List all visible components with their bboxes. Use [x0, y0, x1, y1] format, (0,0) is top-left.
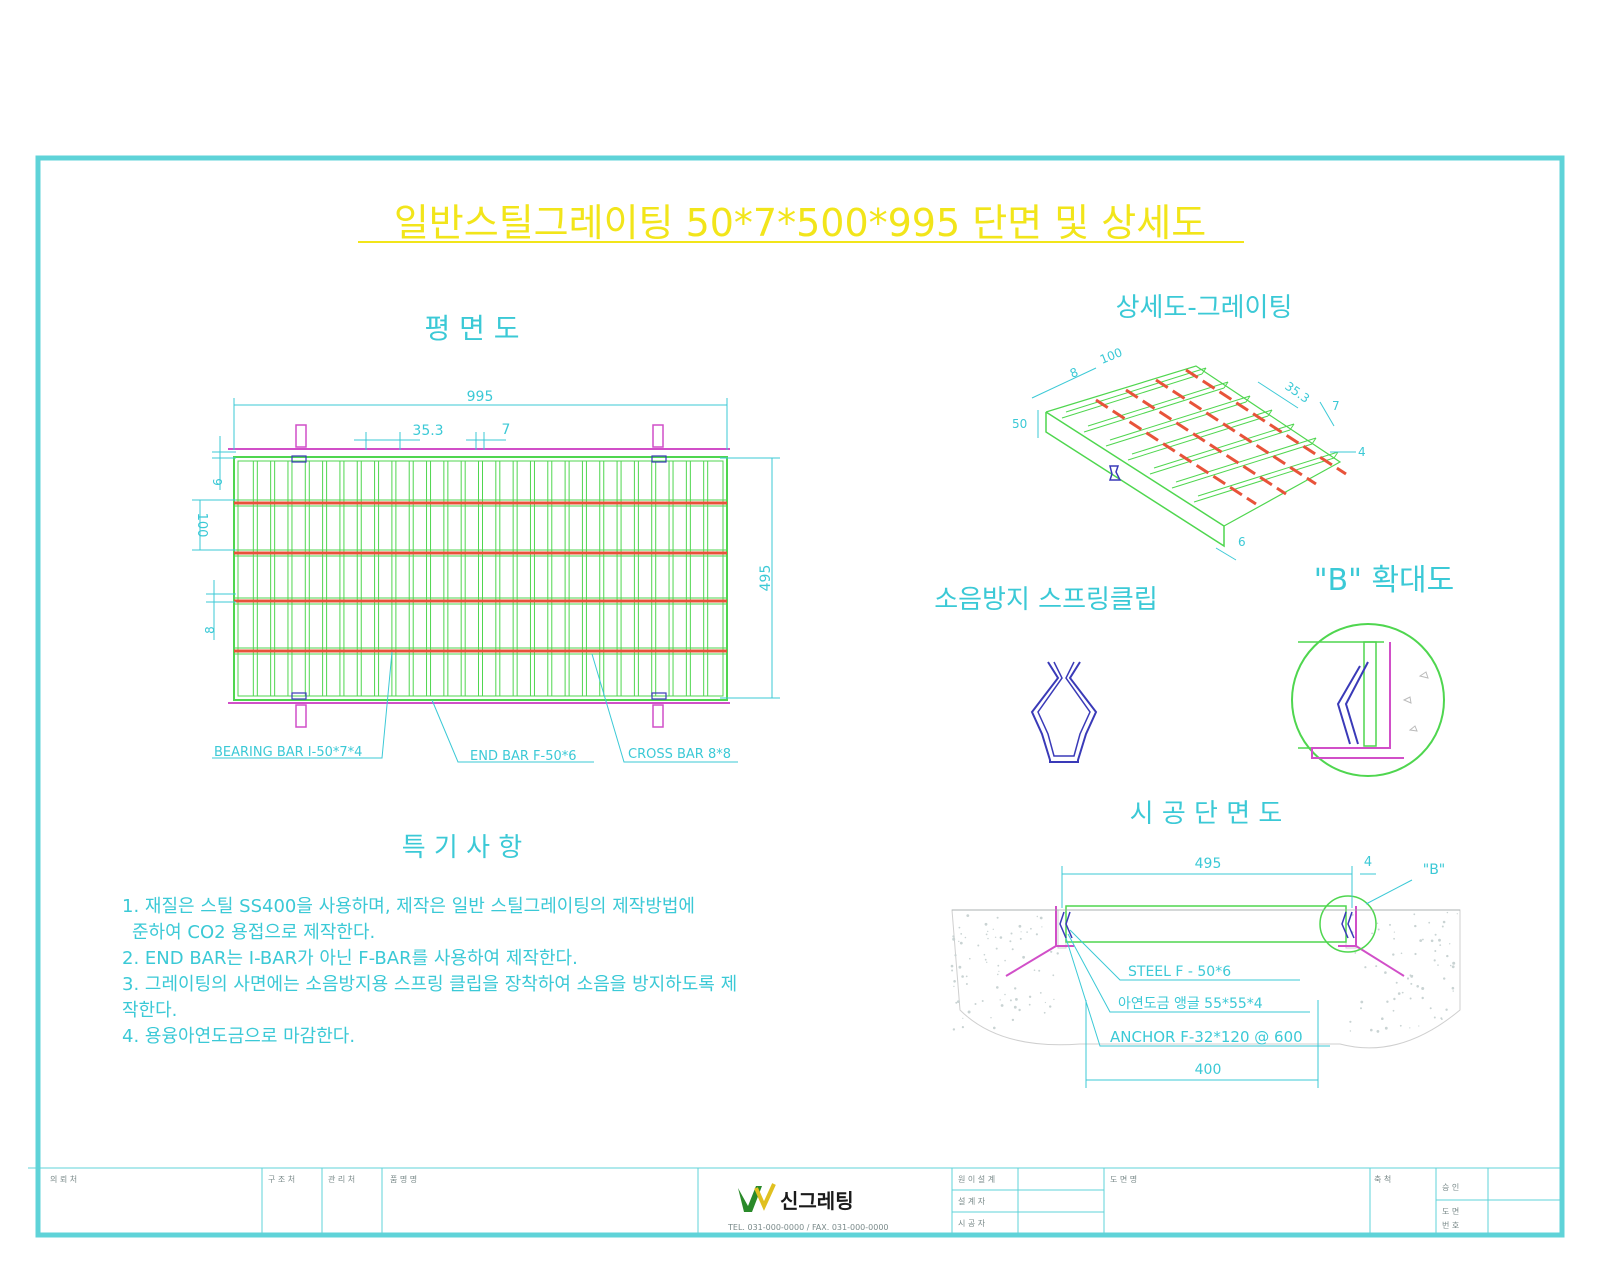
anchor-left [1005, 945, 1057, 977]
plan-dim-edge-bottom: 8 [203, 626, 217, 634]
detail-view: 상세도-그레이팅 8 100 50 35.3 7 4 6 [1012, 293, 1366, 561]
anchor-right [1355, 945, 1405, 977]
b-detail-heading: "B" 확대도 [1314, 563, 1455, 598]
section-grating [1065, 905, 1347, 943]
notes-heading: 특 기 사 항 [402, 833, 522, 863]
plan-dim-pitch: 35.3 [412, 423, 443, 439]
section-dim-4: 4 [1364, 855, 1372, 870]
company-logo: 신그레팅 [738, 1183, 854, 1213]
logo-text: 신그레팅 [780, 1189, 854, 1213]
tb-approval: 승 인 [1442, 1182, 1459, 1192]
tb-drawing-name: 도 면 명 [1110, 1174, 1137, 1184]
note-line-5: 작한다. [122, 1000, 177, 1021]
label-cross-bar: CROSS BAR 8*8 [628, 747, 731, 762]
note-line-6: 4. 용융아연도금으로 마감한다. [122, 1026, 355, 1047]
section-label-anchor: ANCHOR F-32*120 @ 600 [1110, 1028, 1303, 1046]
label-end-bar: END BAR F-50*6 [470, 749, 577, 764]
detail-dim-100: 100 [1098, 345, 1124, 367]
notes: 특 기 사 항 1. 재질은 스틸 SS400을 사용하며, 제작은 일반 스틸… [122, 833, 737, 1047]
tb-product: 품 명 명 [390, 1174, 417, 1184]
section-b-marker [1319, 895, 1377, 953]
note-line-2: 준하여 CO2 용접으로 제작한다. [132, 922, 375, 943]
label-bearing-bar: BEARING BAR I-50*7*4 [214, 745, 362, 760]
section-heading: 시 공 단 면 도 [1130, 799, 1283, 829]
tb-structure: 구 조 처 [268, 1175, 295, 1184]
detail-dim-8: 8 [1068, 365, 1080, 381]
plan-dim-height: 495 [758, 565, 774, 592]
tb-contact: TEL. 031-000-0000 / FAX. 031-000-0000 [727, 1223, 889, 1232]
tb-client: 의 뢰 처 [50, 1174, 77, 1184]
section-view: 시 공 단 면 도 495 4 "B" 400 STEEL F - 50*6 아… [950, 799, 1461, 1088]
note-line-4: 3. 그레이팅의 사면에는 소음방지용 스프링 클립을 장착하여 소음을 방지하… [122, 974, 737, 995]
plan-heading: 평 면 도 [424, 312, 519, 345]
b-detail-view: "B" 확대도 [1291, 563, 1455, 777]
detail-cross-bar [1155, 378, 1317, 486]
plan-dim-cross-pitch: 100 [194, 513, 209, 538]
clip-view: 소음방지 스프링클립 [934, 585, 1158, 763]
section-label-angle: 아연도금 앵글 55*55*4 [1118, 996, 1263, 1012]
title-block [28, 1167, 1560, 1234]
tb-scale: 축 척 [1374, 1175, 1391, 1184]
detail-cross-bar [1125, 388, 1287, 496]
plan-dim-thickness: 7 [502, 422, 511, 438]
plan-view: 평 면 도 [192, 312, 780, 764]
concrete-hatch [950, 895, 1461, 1049]
plan-dim-edge-top: 6 [211, 478, 225, 486]
spring-clip-outer [1030, 661, 1098, 763]
section-dim-400: 400 [1195, 1062, 1222, 1078]
section-label-steel: STEEL F - 50*6 [1128, 964, 1231, 980]
plan-grating [233, 456, 728, 701]
tb-designer-2: 설 계 자 [958, 1196, 986, 1206]
drawing-title: 일반스틸그레이팅 50*7*500*995 단면 및 상세도 [394, 201, 1206, 245]
note-line-1: 1. 재질은 스틸 SS400을 사용하며, 제작은 일반 스틸그레이팅의 제작… [122, 896, 695, 917]
detail-dim-50: 50 [1012, 417, 1027, 431]
tb-drawing: 도 면 [1442, 1206, 1459, 1216]
note-line-3: 2. END BAR는 I-BAR가 아닌 F-BAR를 사용하여 제작한다. [122, 948, 578, 969]
tb-designer-1: 원 이 설 계 [958, 1174, 995, 1184]
detail-cross-bar [1095, 398, 1257, 506]
detail-grating [1045, 365, 1347, 548]
tb-number: 번 호 [1442, 1221, 1459, 1230]
detail-heading: 상세도-그레이팅 [1116, 293, 1293, 323]
detail-cross-bar [1185, 368, 1347, 476]
drawing-frame [35, 155, 1565, 1238]
plan-pins [291, 424, 667, 728]
section-dim-495: 495 [1195, 856, 1222, 872]
tb-manager: 관 리 처 [328, 1174, 355, 1184]
plan-dimensions [192, 398, 780, 763]
detail-dim-35: 35.3 [1282, 379, 1312, 406]
spring-clip-inner [1037, 661, 1091, 757]
b-detail-circle [1291, 623, 1445, 777]
detail-dim-4: 4 [1358, 445, 1366, 459]
clip-heading: 소음방지 스프링클립 [934, 585, 1158, 615]
plan-outline [233, 456, 728, 701]
plan-dim-width: 995 [467, 389, 494, 405]
detail-dim-6: 6 [1238, 535, 1246, 549]
section-label-b: "B" [1423, 862, 1445, 878]
detail-dim-7: 7 [1332, 399, 1340, 413]
tb-builder: 시 공 자 [958, 1219, 986, 1228]
